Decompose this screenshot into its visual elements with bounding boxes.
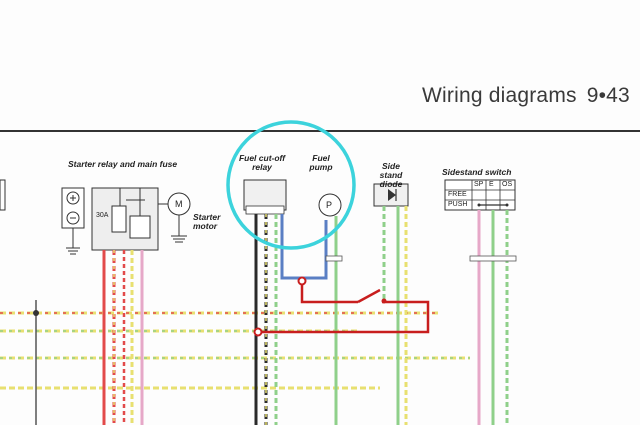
pump-connector [325, 255, 343, 262]
battery-symbol [61, 187, 85, 255]
label-fuel-pump: Fuel pump [309, 153, 333, 172]
relay-switch-contact [357, 288, 381, 304]
starter-relay-box [91, 187, 159, 251]
side-stand-diode-symbol [373, 183, 409, 425]
label-starter-motor: Starter motor [193, 212, 221, 231]
page-number: 9•43 [586, 84, 630, 107]
switch-row-push: PUSH [448, 201, 468, 208]
added-red-wire [253, 276, 430, 337]
junction-red-bottom [253, 327, 263, 337]
fuel-cutoff-relay-symbol [243, 179, 328, 425]
switch-header-os: OS [502, 181, 513, 188]
starter-relay-wires [33, 250, 144, 425]
junction-red-top [297, 276, 307, 286]
switch-row-free: FREE [448, 191, 467, 198]
annotation-circle [226, 120, 356, 250]
junction-left [33, 310, 39, 316]
label-motor-symbol: M [175, 199, 183, 209]
starter-motor-symbol [158, 192, 191, 243]
switch-connector [469, 255, 517, 262]
switch-header-e: E [489, 181, 494, 188]
fuel-pump-symbol [318, 193, 343, 425]
label-fuse-rating: 30A [96, 212, 109, 219]
sidestand-switch-table [444, 179, 517, 425]
page-title: Wiring diagrams [422, 84, 577, 107]
label-fuel-cutoff-relay: Fuel cut-off relay [238, 153, 286, 172]
label-starter-relay: Starter relay and main fuse [68, 159, 178, 169]
label-side-stand-diode: Side stand diode [379, 161, 403, 189]
page-header: Wiring diagrams 9•43 [422, 84, 630, 108]
label-pump-symbol: P [326, 200, 333, 210]
switch-header-sp: SP [474, 181, 484, 188]
left-partial-component [0, 179, 6, 211]
label-sidestand-switch: Sidestand switch [442, 167, 512, 177]
header-rule [0, 130, 640, 132]
junction-red-switch [381, 298, 387, 304]
